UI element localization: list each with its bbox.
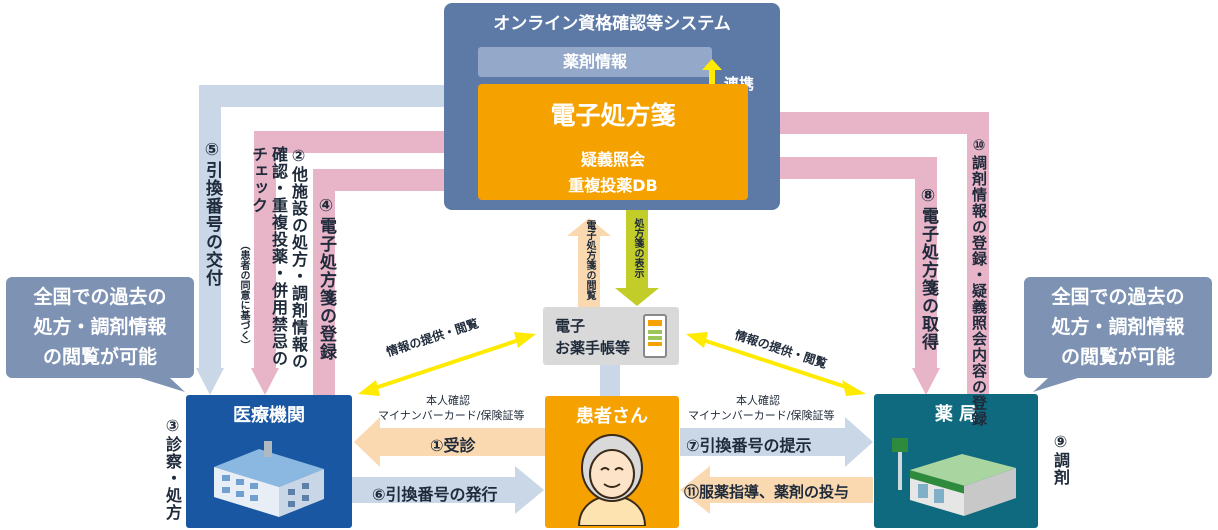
arrow-step8-head	[912, 368, 940, 395]
hospital-building-icon	[214, 441, 324, 517]
notebook-box: 電子 お薬手帳等	[543, 307, 679, 365]
bubble-right-line3: の閲覧が可能	[1060, 346, 1175, 368]
label-ep-view: 電子処方箋の閲覧	[584, 220, 595, 300]
patient-avatar-icon	[577, 434, 647, 526]
label-step5: ⑤引換番号の交付	[202, 140, 222, 287]
label-step3: ③診察・処方	[163, 416, 182, 521]
bubble-left-line3: の閲覧が可能	[42, 346, 157, 368]
patient-title: 患者さん	[576, 406, 648, 427]
arrow-step6	[352, 466, 544, 514]
arrow-ep-display	[615, 200, 659, 306]
id-check-right-line1: 本人確認	[736, 394, 780, 407]
label-step10: ⑩調剤情報の登録・疑義照会内容の登録	[970, 136, 988, 427]
arrow-step2	[254, 131, 480, 372]
hospital-box: 医療機関	[186, 395, 352, 528]
drug-info-bar: 薬剤情報	[478, 47, 712, 77]
arrow-step4	[313, 169, 458, 395]
bubble-right-tail	[1033, 378, 1078, 392]
eprescription-sub1: 疑義照会	[580, 150, 645, 169]
arrow-step11	[680, 466, 873, 514]
label-step6: ⑥引換番号の発行	[372, 485, 498, 504]
hospital-title: 医療機関	[233, 405, 305, 426]
arrow-info-right-head2	[842, 380, 866, 396]
label-step2-note: （患者の同意に基づく）	[238, 240, 249, 350]
arrow-info-right	[699, 337, 853, 391]
system-title: オンライン資格確認等システム	[493, 14, 731, 34]
arrow-step5	[199, 85, 480, 372]
pharmacy-box: 薬 局	[874, 394, 1038, 528]
pharmacy-building-icon	[892, 438, 1016, 516]
bubble-right: 全国での過去の 処方・調剤情報 の閲覧が可能	[1024, 277, 1212, 378]
bubble-left: 全国での過去の 処方・調剤情報 の閲覧が可能	[6, 277, 194, 378]
arrow-info-left-head2	[514, 332, 536, 348]
label-step1: ①受診	[430, 436, 476, 455]
bubble-left-tail	[140, 378, 185, 392]
arrow-info-right-head1	[686, 332, 708, 348]
smartphone-icon	[643, 314, 667, 358]
label-step7: ⑦引換番号の提示	[686, 436, 812, 455]
arrow-step2-head	[251, 368, 279, 395]
notebook-line2: お薬手帳等	[555, 339, 631, 357]
bubble-right-line2: 処方・調剤情報	[1051, 316, 1185, 338]
arrow-step1	[354, 417, 545, 467]
bubble-left-line1: 全国での過去の	[33, 286, 167, 308]
arrow-ep-view	[567, 218, 611, 310]
eprescription-sub2: 重複投薬DB	[568, 176, 658, 195]
bubble-left-line2: 処方・調剤情報	[33, 316, 167, 338]
bubble-right-line1: 全国での過去の	[1051, 286, 1185, 308]
arrow-step7	[680, 417, 873, 467]
id-check-left-line1: 本人確認	[426, 394, 470, 407]
id-check-left-line2: マイナンバーカード/保険証等	[378, 409, 525, 422]
label-step8: ⑧電子処方箋の取得	[918, 186, 938, 351]
pharmacy-title: 薬 局	[934, 404, 978, 425]
id-check-right-line2: マイナンバーカード/保険証等	[688, 409, 835, 422]
connector-notebook-patient	[600, 365, 620, 397]
arrow-step8	[748, 157, 937, 372]
arrow-step5-head	[196, 368, 224, 395]
arrow-info-left	[371, 337, 523, 391]
label-ep-display: 処方箋の表示	[632, 218, 643, 278]
label-step4: ④電子処方箋の登録	[316, 196, 336, 361]
drug-info-label: 薬剤情報	[562, 52, 627, 71]
label-step2: ②他施設の処方・調剤情報の確認・重複投薬・併用禁忌のチェック	[249, 146, 308, 370]
label-step9: ⑨調剤	[1051, 432, 1070, 486]
arrow-info-left-head1	[358, 380, 380, 396]
patient-box: 患者さん	[545, 396, 679, 528]
eprescription-title: 電子処方箋	[550, 101, 676, 130]
notebook-line1: 電子	[555, 317, 586, 335]
arrow-step10	[770, 112, 989, 395]
label-step11: ⑪服薬指導、薬剤の投与	[684, 483, 850, 501]
eprescription-box: 電子処方箋 疑義照会 重複投薬DB	[478, 84, 748, 200]
